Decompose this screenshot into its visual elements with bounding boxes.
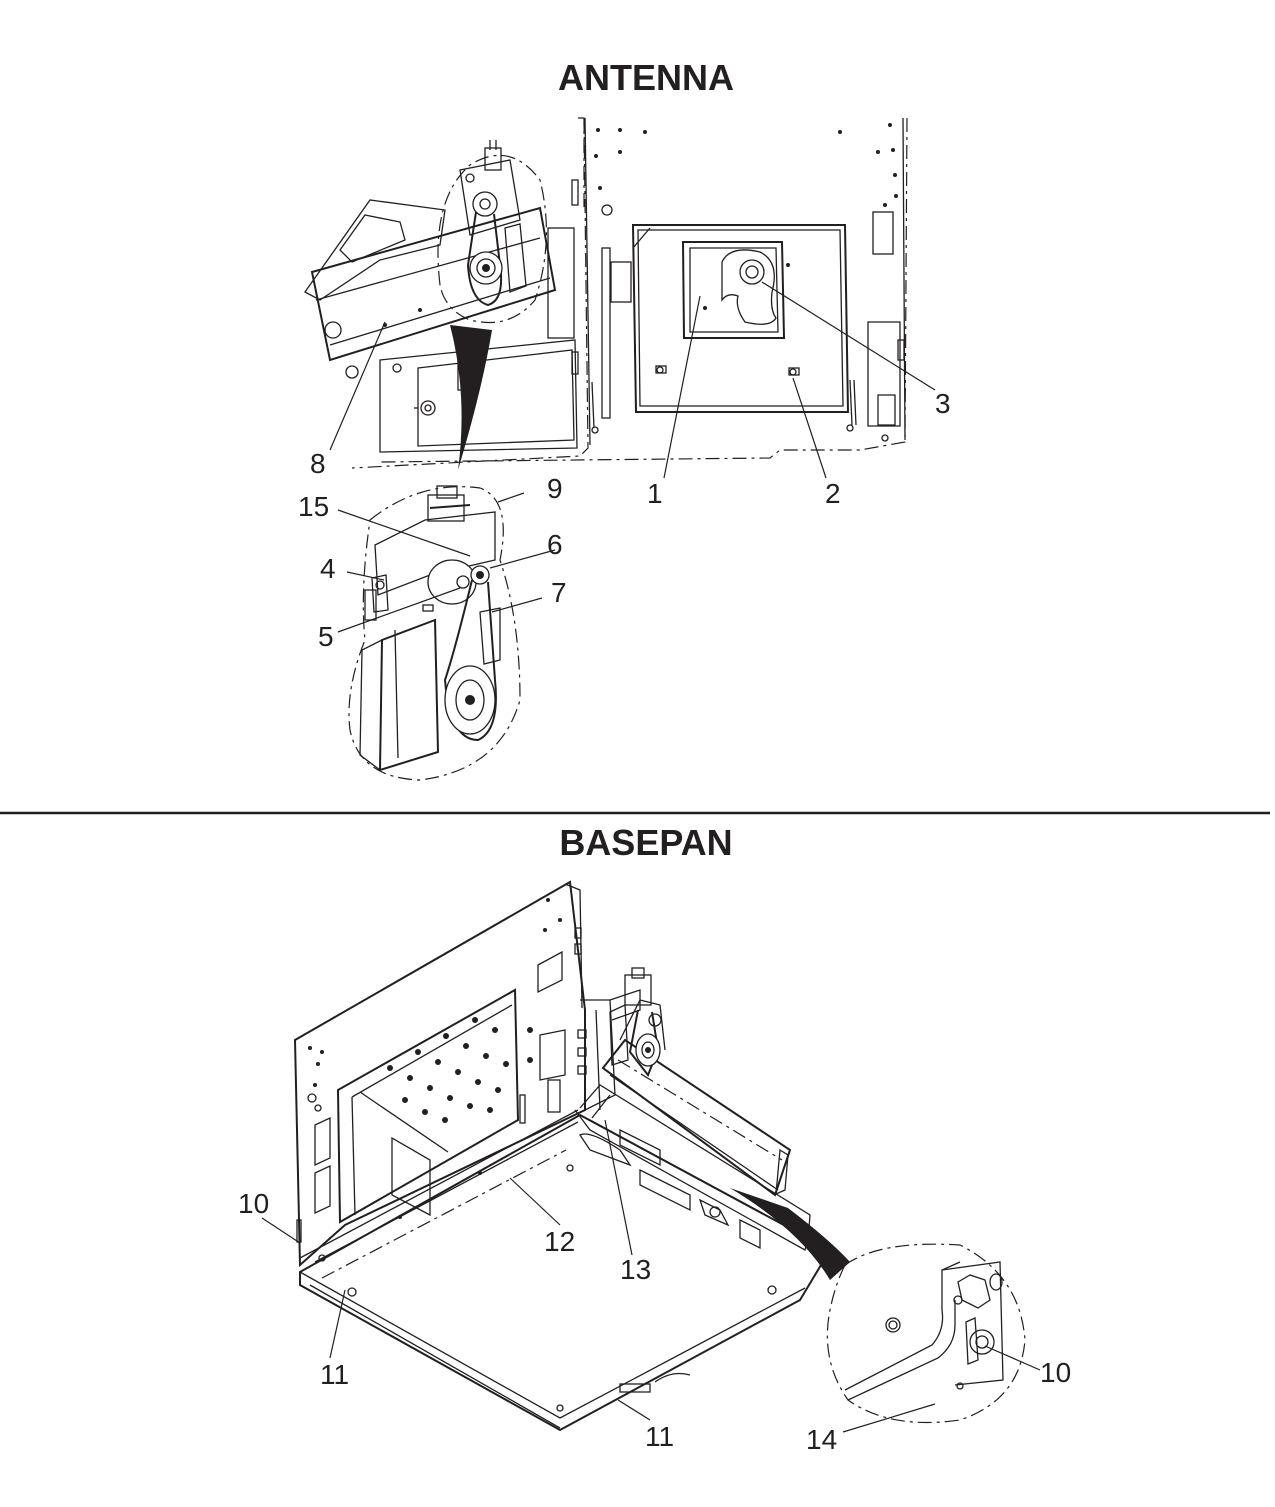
wall-holes (307, 898, 562, 1112)
callout-8: 8 (310, 448, 326, 479)
callout-2: 2 (825, 478, 841, 509)
callout-3: 3 (935, 388, 951, 419)
callout-10-left: 10 (238, 1188, 269, 1219)
callout-13: 13 (620, 1254, 651, 1285)
callout-15: 15 (298, 491, 329, 522)
callout-10-right: 10 (1040, 1357, 1071, 1388)
perforation-holes (387, 1017, 533, 1123)
callout-14: 14 (806, 1424, 837, 1455)
panel-holes (594, 123, 898, 216)
callout-5: 5 (318, 621, 334, 652)
callout-11-left: 11 (320, 1359, 349, 1390)
screw-icon (655, 365, 667, 374)
callout-6: 6 (547, 529, 563, 560)
callout-4: 4 (320, 553, 336, 584)
basepan-title: BASEPAN (559, 822, 732, 863)
antenna-title: ANTENNA (558, 57, 734, 98)
basepan-assembly-drawing (261, 880, 1041, 1433)
callout-9: 9 (547, 473, 563, 504)
callout-11-bottom: 11 (645, 1421, 674, 1452)
callout-1: 1 (647, 478, 663, 509)
callout-7: 7 (551, 577, 567, 608)
callout-12: 12 (544, 1226, 575, 1257)
antenna-assembly-drawing (304, 117, 936, 781)
screw-icon (788, 367, 800, 376)
